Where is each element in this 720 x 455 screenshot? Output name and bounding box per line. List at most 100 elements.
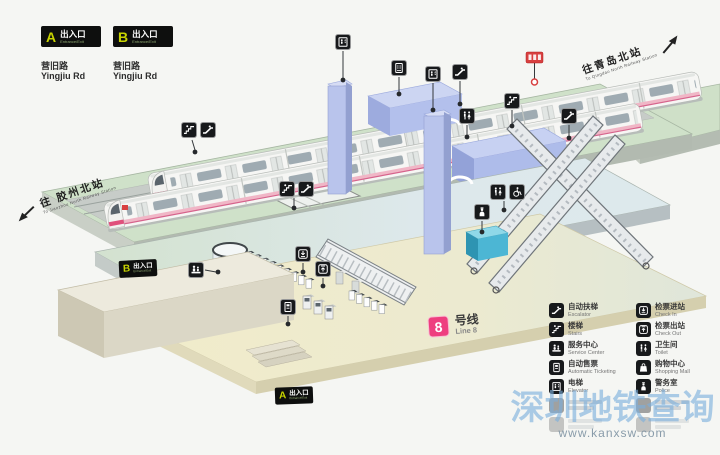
entrance-sublabel: Entrance/Exit bbox=[289, 395, 308, 401]
legend-label-en: Stairs bbox=[568, 330, 583, 337]
entrance-b-badge: B 出入口 Entrance/Exit bbox=[113, 26, 173, 47]
legend-label-en: Police bbox=[655, 387, 670, 394]
legend-row-obscured bbox=[636, 398, 720, 413]
check-out-icon bbox=[315, 261, 331, 277]
legend-label-cn: 警务室 bbox=[655, 378, 678, 387]
elevator-icon bbox=[335, 34, 351, 50]
ticketing-icon bbox=[280, 299, 296, 315]
road-name-cn: 营旧路 bbox=[113, 61, 141, 71]
escalator-ramp-2 bbox=[488, 134, 626, 293]
ticketing-icon bbox=[549, 360, 564, 375]
entrance-list: A 出入口 Entrance/Exit 营旧路 Yingjiu Rd B 出入口… bbox=[41, 26, 173, 82]
police-icon bbox=[474, 204, 490, 220]
legend-label-cn: 卫生间 bbox=[655, 340, 678, 349]
entrance-b-info: B 出入口 Entrance/Exit 营旧路 Yingjiu Rd bbox=[113, 26, 173, 82]
road-name-en: Yingjiu Rd bbox=[41, 71, 86, 81]
entrance-steps bbox=[245, 339, 313, 368]
entrance-sublabel: Entrance/Exit bbox=[133, 268, 152, 274]
legend-label-cn: 楼梯 bbox=[568, 321, 583, 330]
legend-label-en: Service Center bbox=[568, 349, 605, 356]
legend-row-obscured bbox=[636, 417, 720, 432]
red-sign-small bbox=[122, 205, 128, 210]
legend-label-en: Check In bbox=[655, 311, 677, 318]
concourse-pillar bbox=[335, 270, 347, 285]
escalator-icon bbox=[452, 64, 468, 80]
direction-prev-station: 往 胶州北站 To Jiaozhou North Railway Station bbox=[13, 175, 117, 225]
elevator-icon bbox=[549, 379, 564, 394]
stairs-icon bbox=[504, 93, 520, 109]
legend-label-en: Automatic Ticketing bbox=[568, 368, 616, 375]
connector-lines bbox=[191, 51, 572, 327]
elevator-shaft-a bbox=[327, 79, 353, 195]
legend-label-en: Check Out bbox=[655, 330, 681, 337]
toilet-icon bbox=[459, 108, 475, 124]
legend-row-obscured bbox=[549, 417, 635, 432]
stairs-icon bbox=[181, 122, 197, 138]
line-number: 8 bbox=[427, 315, 450, 338]
map-entrance-b-badge: B 出入口 Entrance/Exit bbox=[118, 259, 158, 278]
line-name-en: Line 8 bbox=[455, 325, 478, 336]
legend-label-cn: 购物中心 bbox=[655, 359, 685, 368]
legend-label-en: Shopping Mall bbox=[655, 368, 690, 375]
entrance-letter: B bbox=[122, 262, 131, 275]
entrance-letter: A bbox=[46, 28, 57, 45]
legend-label-en: Toilet bbox=[655, 349, 668, 356]
legend-label-cn: 自动扶梯 bbox=[568, 302, 598, 311]
legend-label-en: Elevator bbox=[568, 387, 589, 394]
entrance-letter: A bbox=[278, 389, 287, 402]
entrance-letter: B bbox=[118, 28, 129, 45]
legend-row-obscured bbox=[549, 398, 635, 413]
elevator-icon bbox=[425, 66, 441, 82]
check-out-icon bbox=[636, 322, 651, 337]
escalator-icon bbox=[200, 122, 216, 138]
gate-row bbox=[348, 289, 388, 314]
road-name-cn: 营旧路 bbox=[41, 61, 69, 71]
service-center-icon bbox=[549, 341, 564, 356]
ticket-machines bbox=[302, 294, 337, 320]
direction-next-station: 往青岛北站 To Qingdao North Railway Station bbox=[581, 33, 684, 82]
check-in-icon bbox=[636, 303, 651, 318]
legend-label-cn: 检票出站 bbox=[655, 321, 685, 330]
entrance-label: 出入口 bbox=[132, 28, 158, 39]
police-kiosk bbox=[465, 225, 509, 261]
entrance-a-badge: A 出入口 Entrance/Exit bbox=[41, 26, 101, 47]
legend-label-en: Escalator bbox=[568, 311, 591, 318]
stairs-icon bbox=[549, 322, 564, 337]
vending-machine-icon bbox=[391, 60, 407, 76]
entrance-sublabel: Entrance/Exit bbox=[132, 38, 156, 44]
legend-label-cn: 服务中心 bbox=[568, 340, 598, 349]
escalator-icon bbox=[561, 108, 577, 124]
accessible-icon bbox=[509, 184, 525, 200]
legend-label-cn: 自动售票 bbox=[568, 359, 598, 368]
check-in-icon bbox=[295, 246, 311, 262]
toilet-icon bbox=[636, 341, 651, 356]
entrance-sublabel: Entrance/Exit bbox=[60, 38, 84, 44]
center-stairs bbox=[315, 238, 417, 306]
shopping-mall-icon bbox=[636, 360, 651, 375]
escalator-icon bbox=[298, 181, 314, 197]
legend-label-cn: 电梯 bbox=[568, 378, 583, 387]
road-name-en: Yingjiu Rd bbox=[113, 71, 158, 81]
arrow-left-icon bbox=[18, 205, 35, 221]
toilet-icon bbox=[490, 184, 506, 200]
escalator-icon bbox=[549, 303, 564, 318]
concourse-pillar bbox=[351, 279, 363, 294]
entrance-label: 出入口 bbox=[60, 28, 86, 39]
red-sign bbox=[525, 51, 544, 86]
elevator-shaft-b bbox=[423, 109, 452, 255]
police-icon bbox=[636, 379, 651, 394]
line-badge: 8 号线 Line 8 bbox=[427, 312, 479, 338]
